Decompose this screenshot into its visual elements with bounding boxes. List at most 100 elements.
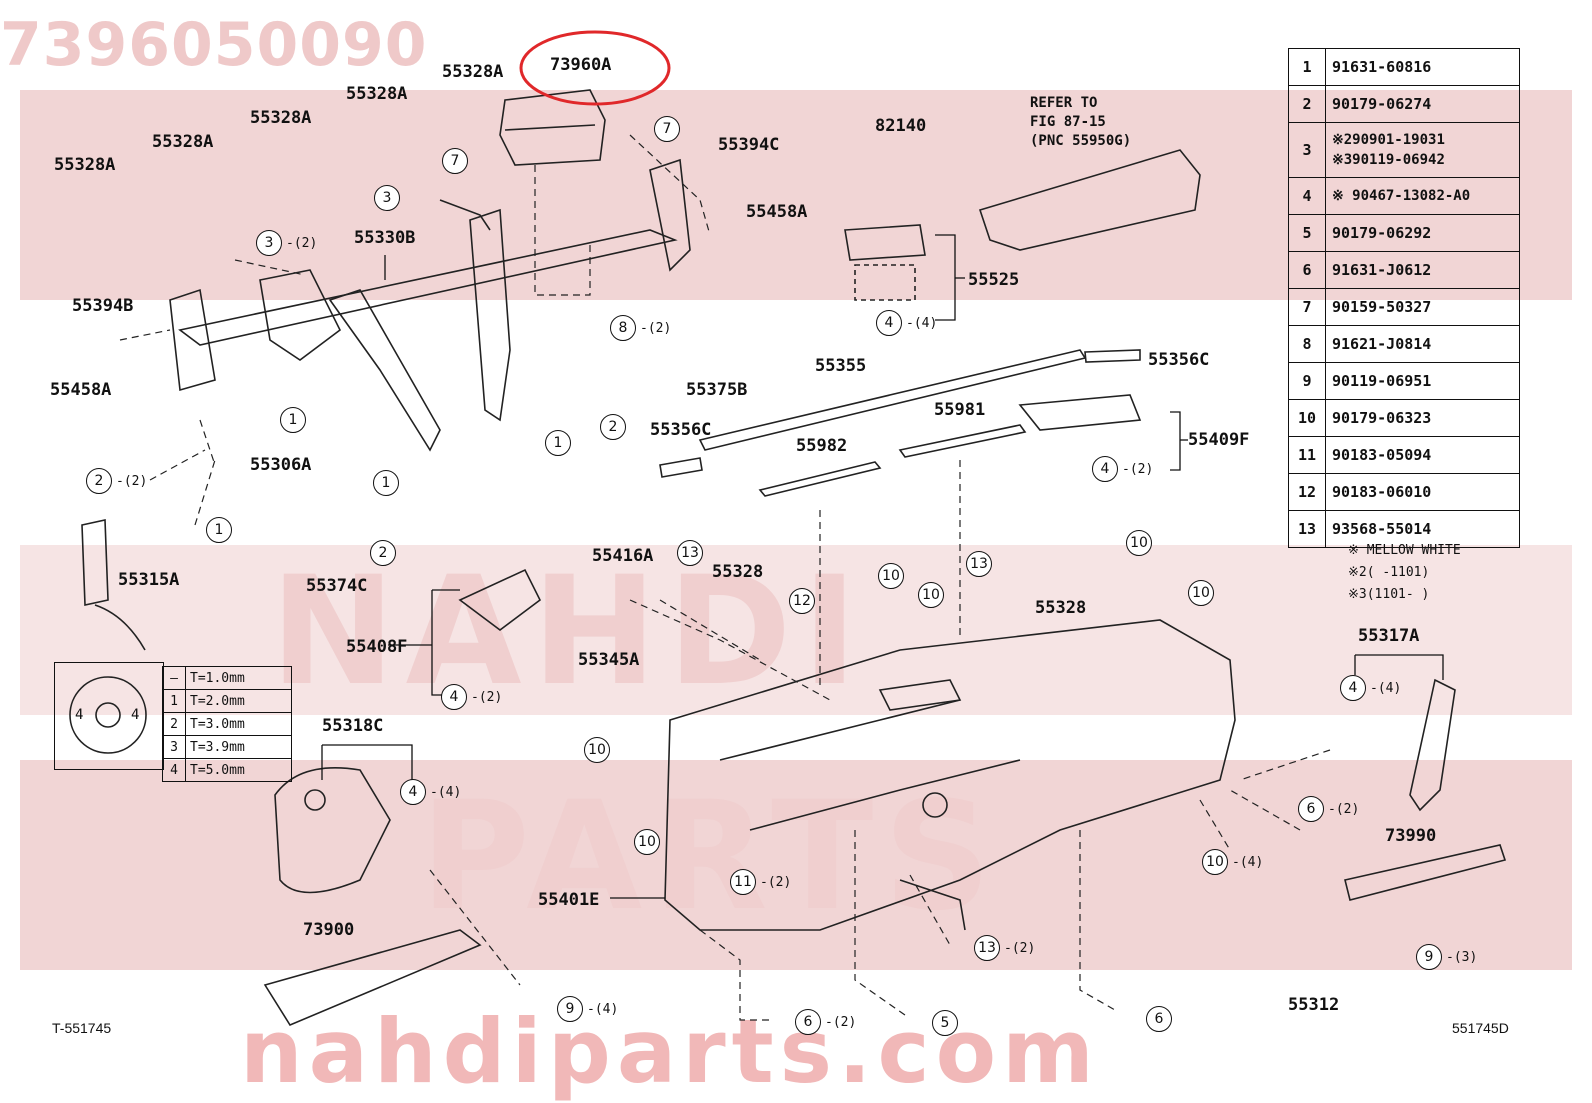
label-73990[interactable]: 73990: [1385, 826, 1437, 846]
label-55401E[interactable]: 55401E: [538, 890, 600, 910]
part-number-cell[interactable]: 90179-06274: [1325, 85, 1520, 123]
part-number-cell[interactable]: 90183-06010: [1325, 473, 1520, 511]
label-55312[interactable]: 55312: [1288, 995, 1340, 1015]
marker-1[interactable]: 1: [280, 407, 306, 433]
marker-1[interactable]: 1: [373, 470, 399, 496]
marker-2[interactable]: 2: [86, 468, 112, 494]
label-55356C-right[interactable]: 55356C: [1148, 350, 1210, 370]
marker-9[interactable]: 9: [557, 996, 583, 1022]
label-55416A[interactable]: 55416A: [592, 546, 654, 566]
table-row[interactable]: 3※290901-19031※390119-06942: [1288, 122, 1520, 178]
marker-2[interactable]: 2: [370, 540, 396, 566]
label-73960A[interactable]: 73960A: [550, 55, 612, 75]
label-55328-a[interactable]: 55328: [712, 562, 764, 582]
label-55328A-4[interactable]: 55328A: [152, 132, 214, 152]
marker-6[interactable]: 6: [1298, 796, 1324, 822]
table-row[interactable]: 4※ 90467-13082-A0: [1288, 177, 1520, 215]
part-number-cell[interactable]: 90179-06323: [1325, 399, 1520, 437]
part-number-cell[interactable]: ※290901-19031 ※390119-06942: [1325, 122, 1520, 178]
part-number-cell[interactable]: 90159-50327: [1325, 288, 1520, 326]
part-number-cell[interactable]: 90183-05094: [1325, 436, 1520, 474]
part-number-variant-2[interactable]: ※390119-06942: [1332, 152, 1445, 168]
label-55315A[interactable]: 55315A: [118, 570, 180, 590]
marker-3[interactable]: 3: [256, 230, 282, 256]
marker-1[interactable]: 1: [206, 517, 232, 543]
label-55458A-left[interactable]: 55458A: [50, 380, 112, 400]
part-number-cell[interactable]: ※ 90467-13082-A0: [1325, 177, 1520, 215]
marker-10[interactable]: 10: [634, 829, 660, 855]
label-55355[interactable]: 55355: [815, 356, 867, 376]
part-number-cell[interactable]: 91621-J0814: [1325, 325, 1520, 363]
marker-10[interactable]: 10: [1126, 530, 1152, 556]
label-55409F[interactable]: 55409F: [1188, 430, 1250, 450]
marker-4[interactable]: 4: [1340, 675, 1366, 701]
label-55345A[interactable]: 55345A: [578, 650, 640, 670]
marker-5[interactable]: 5: [932, 1010, 958, 1036]
qty-6: -(2): [1328, 802, 1360, 817]
label-55374C[interactable]: 55374C: [306, 576, 368, 596]
label-55328A-1[interactable]: 55328A: [442, 62, 504, 82]
marker-10[interactable]: 10: [584, 737, 610, 763]
marker-11[interactable]: 11: [730, 869, 756, 895]
label-55525[interactable]: 55525: [968, 270, 1020, 290]
label-55981[interactable]: 55981: [934, 400, 986, 420]
label-55375B[interactable]: 55375B: [686, 380, 748, 400]
thickness-key: 2: [162, 712, 186, 736]
label-82140[interactable]: 82140: [875, 116, 927, 136]
marker-9[interactable]: 9: [1416, 944, 1442, 970]
marker-13[interactable]: 13: [974, 935, 1000, 961]
marker-10[interactable]: 10: [1188, 580, 1214, 606]
marker-13[interactable]: 13: [966, 551, 992, 577]
label-55394C[interactable]: 55394C: [718, 135, 780, 155]
part-number-cell[interactable]: 91631-60816: [1325, 48, 1520, 86]
label-55328-b[interactable]: 55328: [1035, 598, 1087, 618]
marker-6[interactable]: 6: [1146, 1006, 1172, 1032]
marker-8[interactable]: 8: [610, 315, 636, 341]
label-55394B[interactable]: 55394B: [72, 296, 134, 316]
marker-2[interactable]: 2: [600, 414, 626, 440]
marker-7[interactable]: 7: [442, 148, 468, 174]
label-55982[interactable]: 55982: [796, 436, 848, 456]
part-number-cell[interactable]: 91631-J0612: [1325, 251, 1520, 289]
label-55318C[interactable]: 55318C: [322, 716, 384, 736]
marker-10[interactable]: 10: [918, 582, 944, 608]
marker-3[interactable]: 3: [374, 185, 400, 211]
marker-6[interactable]: 6: [795, 1009, 821, 1035]
part-number-cell[interactable]: 90119-06951: [1325, 362, 1520, 400]
label-55328A-5[interactable]: 55328A: [54, 155, 116, 175]
marker-1[interactable]: 1: [545, 430, 571, 456]
part-number-cell[interactable]: 93568-55014: [1325, 510, 1520, 548]
label-55317A[interactable]: 55317A: [1358, 626, 1420, 646]
label-55458A-top[interactable]: 55458A: [746, 202, 808, 222]
part-number-cell[interactable]: 90179-06292: [1325, 214, 1520, 252]
label-55408F[interactable]: 55408F: [346, 637, 408, 657]
label-55330B[interactable]: 55330B: [354, 228, 416, 248]
label-55328A-3[interactable]: 55328A: [250, 108, 312, 128]
label-73900[interactable]: 73900: [303, 920, 355, 940]
part-number-variant-1[interactable]: ※290901-19031: [1332, 132, 1445, 148]
marker-4[interactable]: 4: [1092, 456, 1118, 482]
marker-4[interactable]: 4: [400, 779, 426, 805]
marker-10[interactable]: 10: [1202, 849, 1228, 875]
marker-4[interactable]: 4: [876, 310, 902, 336]
marker-13[interactable]: 13: [677, 540, 703, 566]
label-55328A-2[interactable]: 55328A: [346, 84, 408, 104]
label-55306A[interactable]: 55306A: [250, 455, 312, 475]
refer-note-line3[interactable]: (PNC 55950G): [1030, 133, 1132, 149]
marker-12[interactable]: 12: [789, 588, 815, 614]
marker-10[interactable]: 10: [878, 563, 904, 589]
marker-7[interactable]: 7: [654, 116, 680, 142]
label-55356C-left[interactable]: 55356C: [650, 420, 712, 440]
marker-4[interactable]: 4: [441, 684, 467, 710]
